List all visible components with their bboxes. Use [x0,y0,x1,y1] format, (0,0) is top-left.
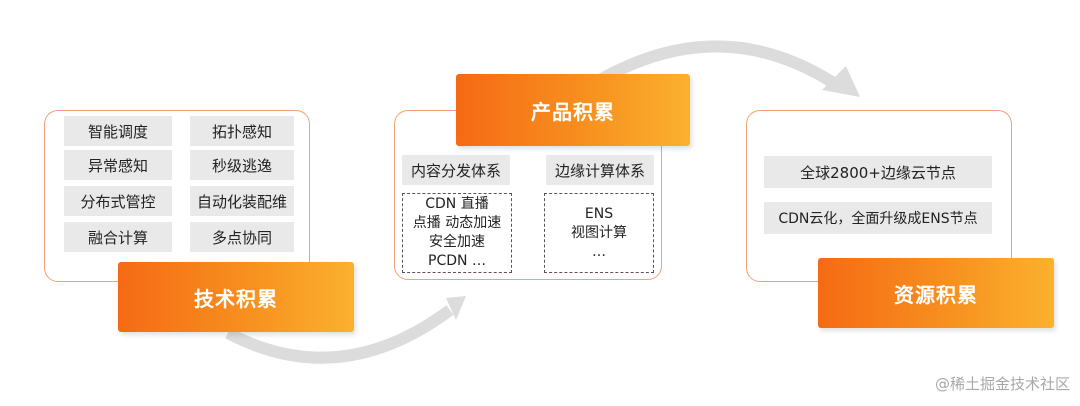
tech-item-second-escape: 秒级逃逸 [190,150,294,180]
resource-item-cdn-cloudify: CDN云化，全面升级成ENS节点 [764,202,992,234]
cdn-line-1: CDN 直播 [425,196,489,212]
cdn-line-4: PCDN … [428,253,486,269]
cdn-line-3: 安全加速 [429,234,485,250]
arrow-product-to-resource [597,40,836,88]
product-title: 产品积累 [456,74,690,146]
edge-product-list: ENS 视图计算 … [544,193,654,273]
resource-title: 资源积累 [818,258,1054,328]
edge-line-1: ENS [584,205,614,222]
cdn-line-2: 点播 动态加速 [412,215,502,231]
tech-item-distributed-control: 分布式管控 [64,186,172,216]
tech-item-fusion-compute: 融合计算 [64,222,172,252]
tech-item-topology-awareness: 拓扑感知 [190,116,294,146]
product-header-edge-compute: 边缘计算体系 [546,155,654,185]
arrow-head-product-to-resource [822,66,860,97]
resource-item-global-nodes: 全球2800+边缘云节点 [764,156,992,188]
watermark: @稀土掘金技术社区 [934,375,1070,393]
cdn-product-list: CDN 直播 点播 动态加速 安全加速 PCDN … [402,193,512,273]
edge-line-3: … [592,243,606,260]
edge-line-2: 视图计算 [571,224,627,241]
tech-item-auto-assembly: 自动化装配维 [190,186,294,216]
tech-item-multipoint-collab: 多点协同 [190,222,294,252]
arrow-tech-to-product [225,305,454,364]
tech-item-anomaly-awareness: 异常感知 [64,150,172,180]
tech-title: 技术积累 [118,262,354,332]
tech-item-smart-scheduling: 智能调度 [64,116,172,146]
resource-panel [746,110,1012,282]
arrow-head-tech-to-product [446,296,466,320]
product-header-content-delivery: 内容分发体系 [402,155,510,185]
